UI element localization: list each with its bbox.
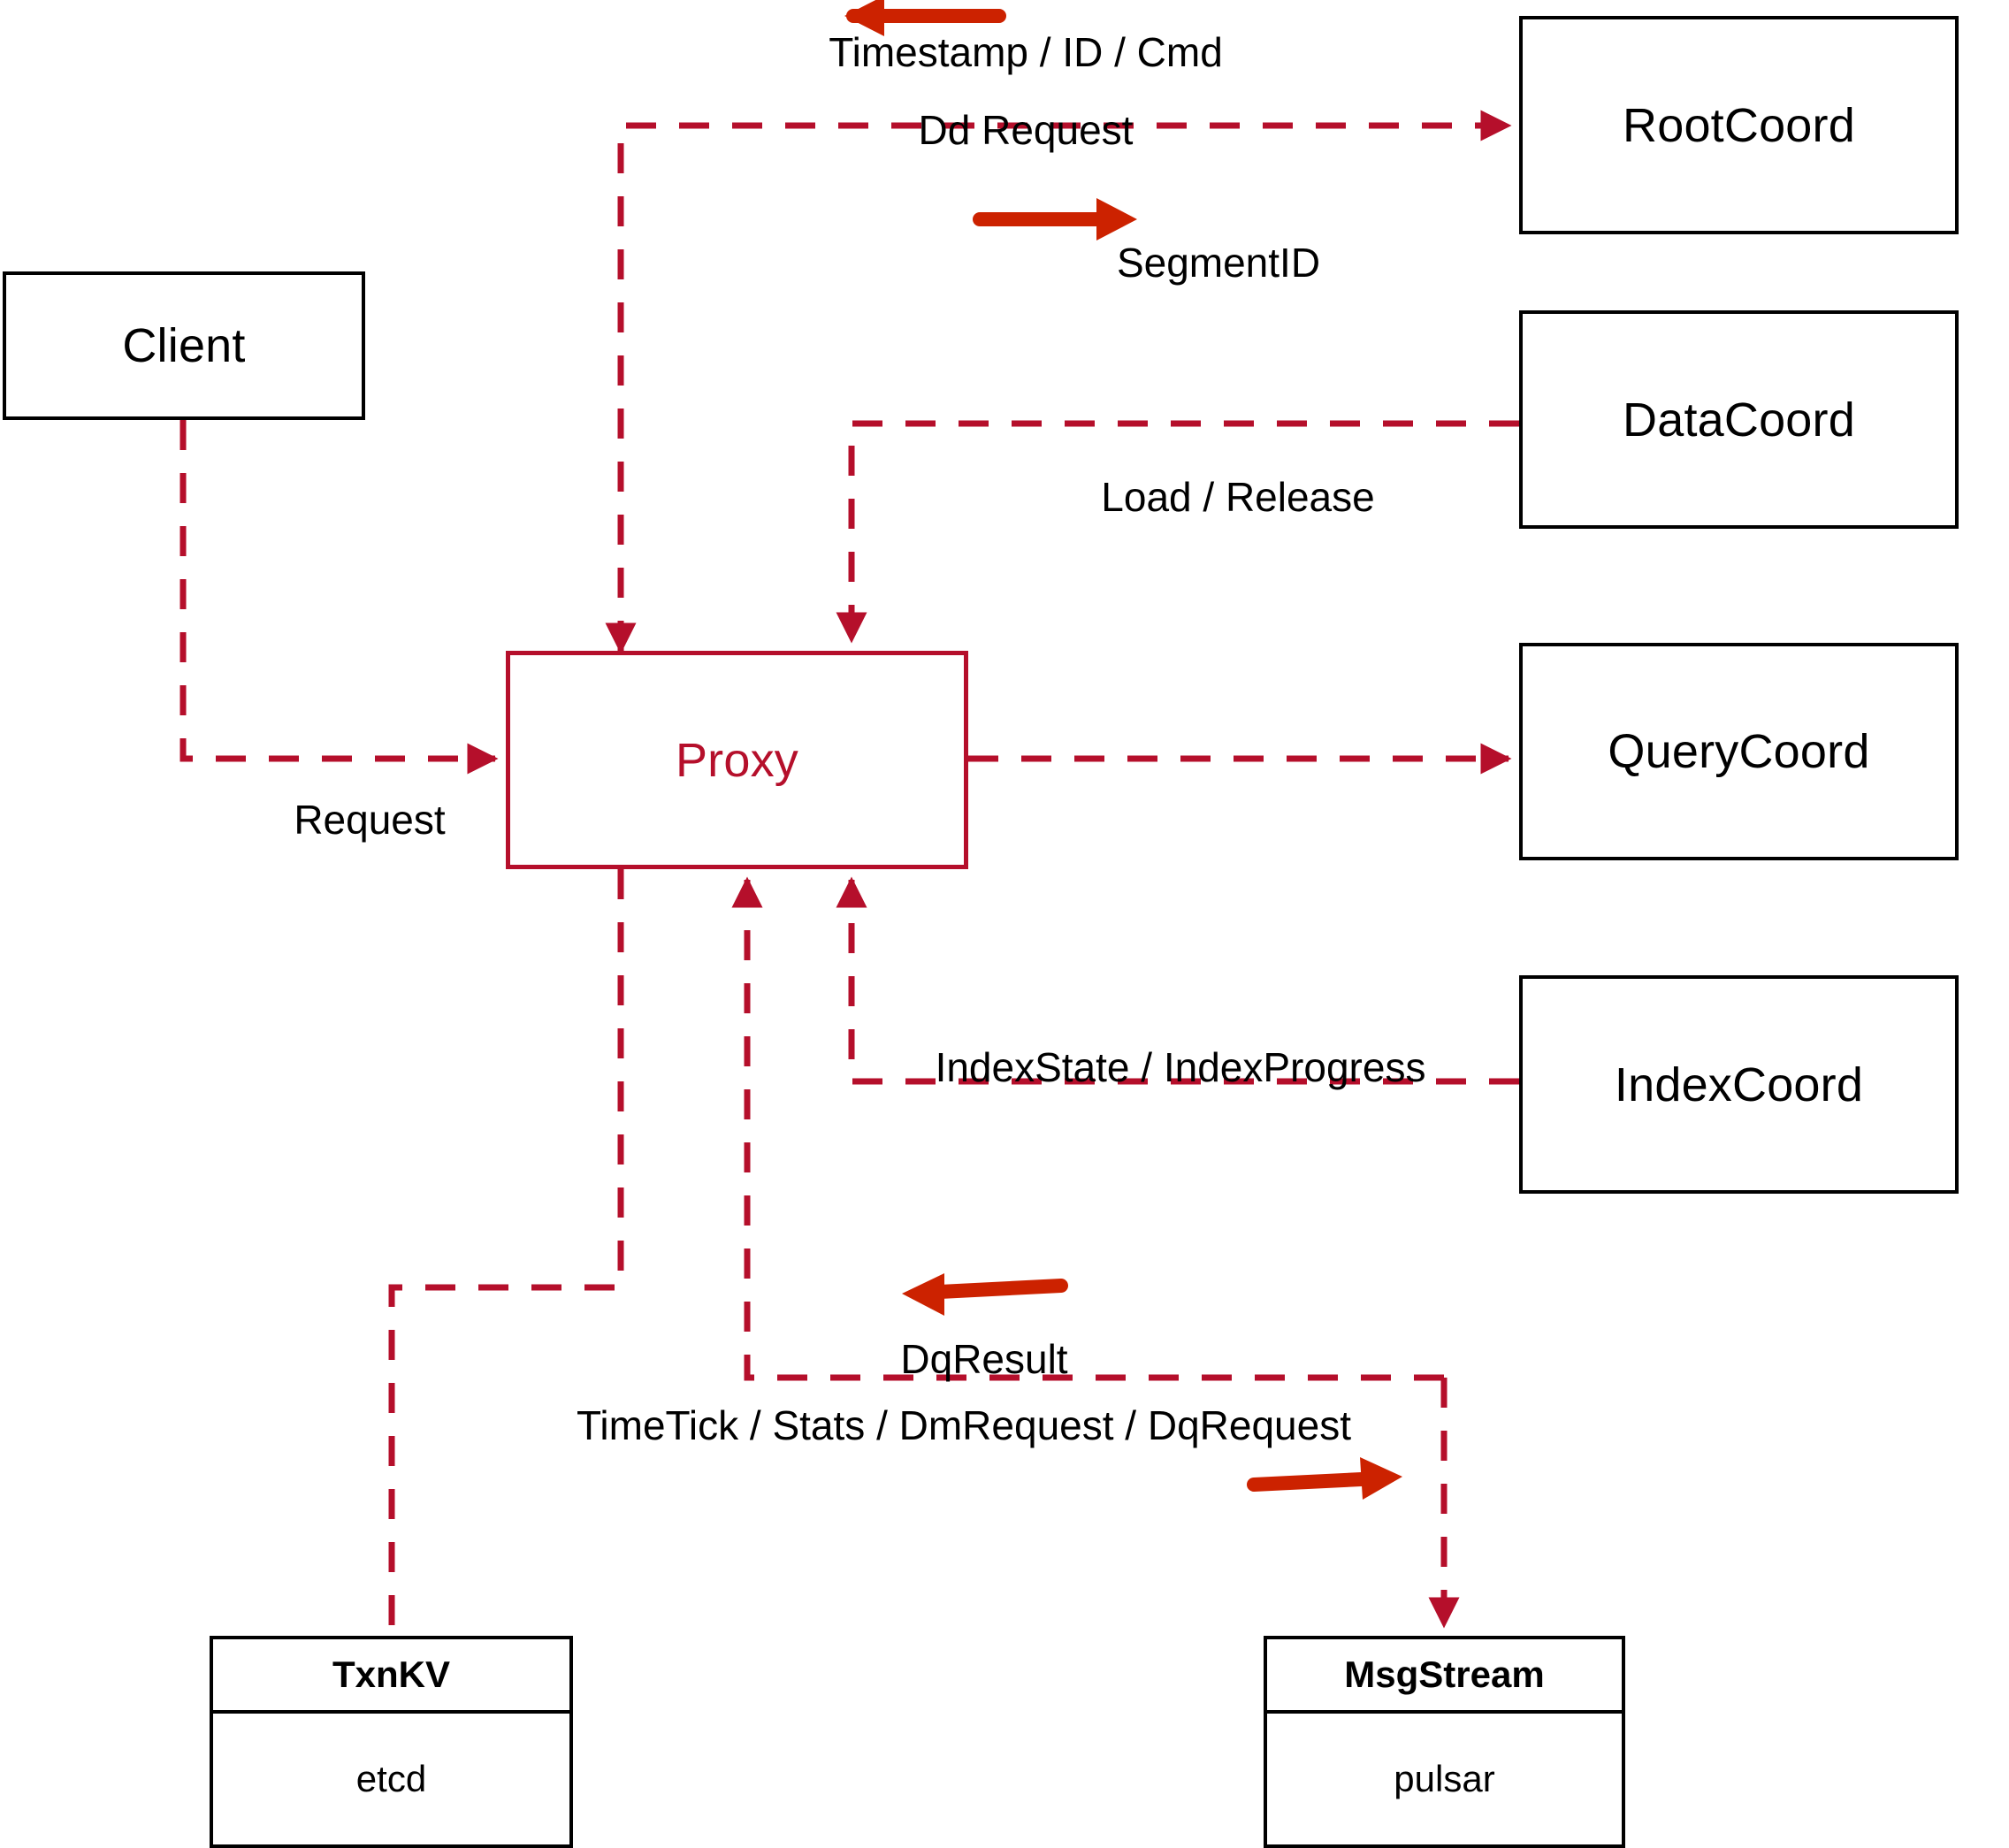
wire-index-state [836, 876, 1519, 1085]
edge-label-load-release: Load / Release [1101, 474, 1375, 520]
node-msgstream-impl: pulsar [1394, 1758, 1495, 1799]
node-txnkv-title: TxnKV [213, 1639, 569, 1714]
edge-label-segment-id: SegmentID [1116, 240, 1321, 286]
node-proxy[interactable]: Proxy [506, 651, 968, 869]
node-msgstream[interactable]: MsgStream pulsar [1264, 1636, 1625, 1848]
edge-label-dd-request: Dd Request [918, 107, 1134, 153]
direction-arrow-dq-result [902, 1273, 1068, 1316]
wire-dd-request [605, 110, 1512, 654]
edge-label-index-state: IndexState / IndexProgress [935, 1044, 1426, 1090]
direction-arrow-dd-request [973, 198, 1137, 241]
node-msgstream-title: MsgStream [1267, 1639, 1622, 1714]
edge-label-dq-result: DqResult [900, 1336, 1068, 1382]
node-proxy-label: Proxy [675, 733, 799, 787]
wire-txnkv [388, 869, 624, 1636]
wire-request [180, 420, 499, 775]
node-data-coord-label: DataCoord [1623, 393, 1855, 447]
node-txnkv[interactable]: TxnKV etcd [210, 1636, 573, 1848]
node-index-coord-label: IndexCoord [1614, 1058, 1864, 1111]
node-txnkv-impl: etcd [355, 1758, 427, 1799]
edge-label-request: Request [294, 797, 446, 843]
wire-segment-id [836, 420, 1519, 644]
node-query-coord[interactable]: QueryCoord [1519, 643, 1959, 860]
wire-dq-result [731, 876, 1444, 1381]
edge-label-timestamp-id-cmd: Timestamp / ID / Cmd [829, 29, 1223, 75]
node-data-coord[interactable]: DataCoord [1519, 310, 1959, 529]
node-client[interactable]: Client [3, 271, 365, 420]
edge-label-timetick-stats: TimeTick / Stats / DmRequest / DqRequest [577, 1402, 1351, 1448]
node-index-coord[interactable]: IndexCoord [1519, 975, 1959, 1194]
node-root-coord-label: RootCoord [1623, 98, 1855, 152]
node-root-coord[interactable]: RootCoord [1519, 16, 1959, 234]
direction-arrow-dm-request [1247, 1457, 1402, 1500]
node-client-label: Client [122, 319, 246, 372]
direction-arrow-timestamp [844, 0, 1006, 36]
node-query-coord-label: QueryCoord [1608, 725, 1870, 778]
